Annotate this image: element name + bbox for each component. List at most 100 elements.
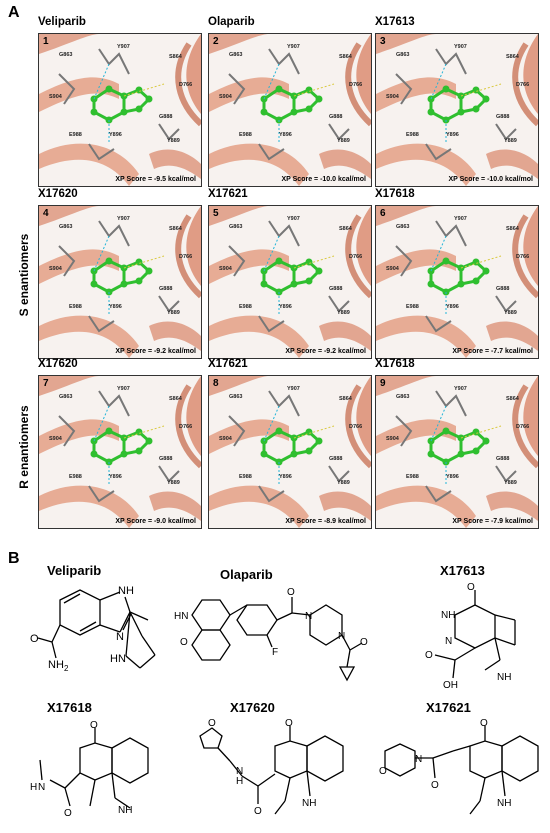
xp-score: XP Score = -7.7 kcal/mol xyxy=(452,348,533,355)
residue-label: S904 xyxy=(219,436,232,442)
structure-olaparib: HN O O N N O F xyxy=(172,585,372,690)
structure-title-olaparib: Olaparib xyxy=(220,567,273,582)
residue-label: G888 xyxy=(159,114,173,120)
cell-title: Veliparib xyxy=(38,16,86,28)
residue-label: Y896 xyxy=(446,304,459,310)
xp-score: XP Score = -9.2 kcal/mol xyxy=(115,348,196,355)
residue-label: D766 xyxy=(516,424,530,430)
atom-nh2: NH xyxy=(48,659,64,671)
panel-a-label: A xyxy=(8,4,20,21)
x17621-atom-o: O xyxy=(379,766,387,777)
residue-label: G863 xyxy=(396,224,410,230)
residue-label: S904 xyxy=(49,436,62,442)
residue-label: Y907 xyxy=(117,44,130,50)
residue-label: G863 xyxy=(59,52,73,58)
residue-label: G888 xyxy=(159,456,173,462)
residue-label: G888 xyxy=(496,114,510,120)
structure-title-x17618: X17618 xyxy=(47,700,92,715)
structure-title-x17620: X17620 xyxy=(230,700,275,715)
row-label-r: R enantiomers xyxy=(17,405,31,489)
cell-number: 1 xyxy=(43,36,49,47)
structure-x17618: O H N O NH xyxy=(20,718,160,833)
residue-label: Y896 xyxy=(446,474,459,480)
residue-label: Y889 xyxy=(167,138,180,144)
residue-label: S904 xyxy=(219,94,232,100)
atom-o: O xyxy=(30,633,39,645)
x17621-atom-nh: NH xyxy=(497,798,511,809)
residue-label: Y896 xyxy=(109,132,122,138)
residue-label: Y889 xyxy=(337,310,350,316)
xp-score: XP Score = -9.0 kcal/mol xyxy=(115,518,196,525)
olaparib-atom-f: F xyxy=(272,647,278,658)
residue-label: Y907 xyxy=(454,216,467,222)
cell-number: 5 xyxy=(213,208,219,219)
atom-hn: HN xyxy=(110,653,126,665)
residue-label: E988 xyxy=(239,474,252,480)
residue-label: E988 xyxy=(406,474,419,480)
x17620-atom-n: N xyxy=(236,766,243,777)
residue-label: G863 xyxy=(396,52,410,58)
atom-n: N xyxy=(116,631,124,643)
structure-title-veliparib: Veliparib xyxy=(47,563,102,578)
structure-x17621: O N O O NH xyxy=(375,716,545,831)
x17621-atom-o3: O xyxy=(480,718,488,729)
residue-label: G888 xyxy=(329,456,343,462)
residue-label: D766 xyxy=(349,254,363,260)
x17618-atom-nh: NH xyxy=(118,805,132,816)
residue-label: D766 xyxy=(516,82,530,88)
residue-label: Y896 xyxy=(109,474,122,480)
residue-label: E988 xyxy=(69,304,82,310)
x17618-atom-n: N xyxy=(38,782,45,793)
residue-label: S864 xyxy=(169,226,182,232)
cell-number: 9 xyxy=(380,378,386,389)
residue-label: S904 xyxy=(386,436,399,442)
x17618-atom-h: H xyxy=(30,782,37,793)
residue-label: G888 xyxy=(496,456,510,462)
cell-number: 4 xyxy=(43,208,49,219)
olaparib-atom-n2: N xyxy=(338,631,345,642)
residue-label: S864 xyxy=(339,226,352,232)
cell-number: 3 xyxy=(380,36,386,47)
xp-score: XP Score = -7.9 kcal/mol xyxy=(452,518,533,525)
residue-label: G888 xyxy=(159,286,173,292)
residue-label: Y896 xyxy=(279,132,292,138)
residue-label: E988 xyxy=(69,474,82,480)
x17613-atom-oh: OH xyxy=(443,680,458,690)
olaparib-atom-o2: O xyxy=(287,587,295,598)
xp-score: XP Score = -9.2 kcal/mol xyxy=(285,348,366,355)
x17620-atom-o3: O xyxy=(285,718,293,729)
structure-title-x17613: X17613 xyxy=(440,563,485,578)
residue-label: S864 xyxy=(506,396,519,402)
residue-label: G863 xyxy=(229,394,243,400)
xp-score: XP Score = -8.9 kcal/mol xyxy=(285,518,366,525)
residue-label: E988 xyxy=(69,132,82,138)
residue-label: D766 xyxy=(349,424,363,430)
cell-title: X17620 xyxy=(38,358,78,370)
residue-label: G888 xyxy=(496,286,510,292)
cell-title: X17618 xyxy=(375,188,415,200)
x17613-atom-o: O xyxy=(467,582,475,593)
xp-score: XP Score = -9.5 kcal/mol xyxy=(115,176,196,183)
structure-x17613: O NH N O OH NH xyxy=(415,580,535,695)
cell-number: 2 xyxy=(213,36,219,47)
residue-label: E988 xyxy=(406,132,419,138)
residue-label: G863 xyxy=(229,52,243,58)
residue-label: Y907 xyxy=(287,44,300,50)
x17620-atom-nh: NH xyxy=(302,798,316,809)
x17620-atom-o: O xyxy=(208,718,216,729)
cell-number: 8 xyxy=(213,378,219,389)
x17613-atom-n: N xyxy=(445,636,452,647)
residue-label: S864 xyxy=(339,54,352,60)
residue-label: S904 xyxy=(219,266,232,272)
residue-label: Y896 xyxy=(279,304,292,310)
residue-label: Y907 xyxy=(454,386,467,392)
residue-label: Y907 xyxy=(454,44,467,50)
